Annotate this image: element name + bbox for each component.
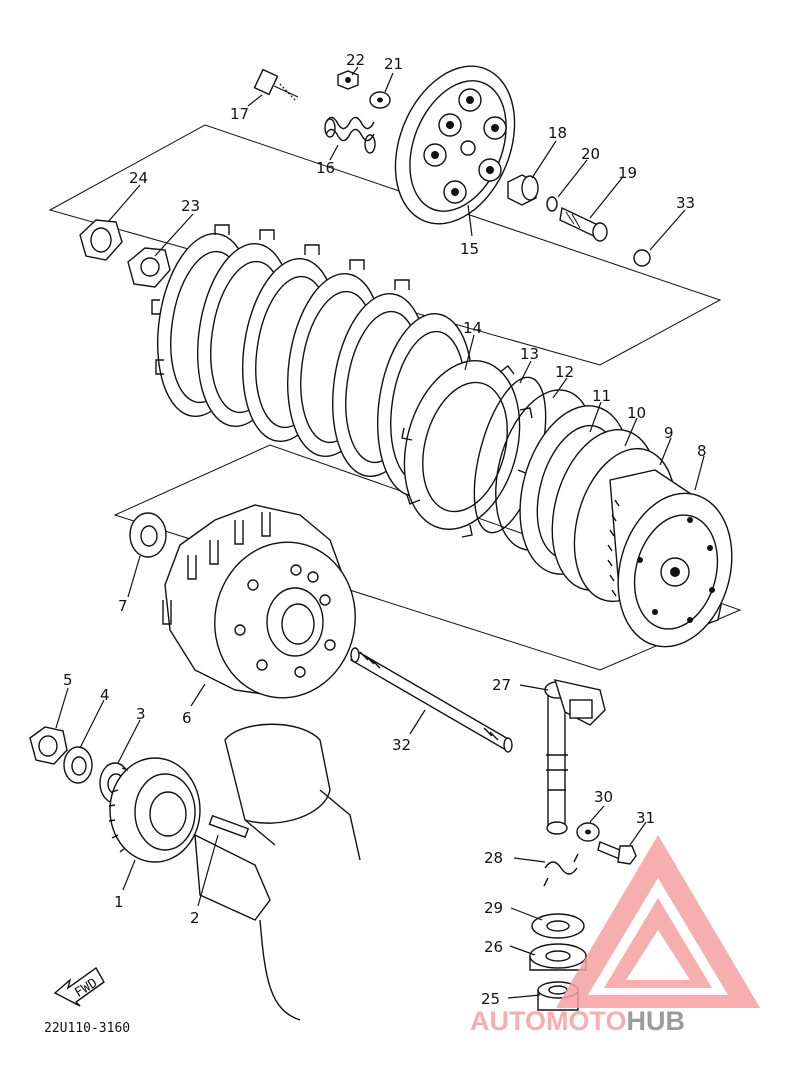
label-21: 21	[384, 55, 403, 73]
clutch-plate-stack	[151, 224, 474, 498]
push-lever-27	[544, 679, 606, 835]
friction-plate-14	[401, 360, 533, 538]
label-19: 19	[618, 164, 637, 182]
label-10: 10	[627, 404, 646, 422]
pressure-plate	[394, 65, 516, 225]
label-1: 1	[114, 893, 124, 911]
key-2	[208, 814, 250, 839]
push-rod-19	[559, 206, 608, 242]
primary-drive-gear-1	[108, 757, 201, 863]
watermark-logo: AUTOMOTOHUB	[470, 835, 760, 1036]
label-5: 5	[63, 671, 73, 689]
fwd-arrow-icon	[53, 966, 105, 1007]
label-14: 14	[463, 319, 482, 337]
watermark-auto: AUTO	[470, 1006, 546, 1036]
label-25: 25	[481, 990, 500, 1008]
oil-seal-29	[531, 913, 585, 939]
thrust-washer-7	[129, 512, 167, 558]
spring-16	[324, 116, 376, 154]
bolt-17	[253, 68, 299, 102]
label-28: 28	[484, 849, 503, 867]
label-4: 4	[100, 686, 110, 704]
label-27: 27	[492, 676, 511, 694]
label-22: 22	[346, 51, 365, 69]
spring-28	[543, 853, 579, 887]
label-23: 23	[181, 197, 200, 215]
ball-33	[633, 249, 651, 267]
label-30: 30	[594, 788, 613, 806]
lock-washer-4	[63, 746, 93, 784]
label-20: 20	[581, 145, 600, 163]
nut-22	[337, 70, 359, 90]
label-3: 3	[136, 705, 146, 723]
push-rod-32	[350, 647, 513, 753]
label-13: 13	[520, 345, 539, 363]
label-32: 32	[392, 736, 411, 754]
bearing-26	[529, 943, 587, 971]
part-number-labels: 1 2 3 4 5 6 7 8 9 10 11 12 13 14 15 16 1…	[63, 51, 707, 1008]
label-6: 6	[182, 709, 192, 727]
label-29: 29	[484, 899, 503, 917]
watermark-moto: MOTO	[546, 1006, 627, 1036]
crankshaft-outline	[194, 723, 361, 1021]
label-26: 26	[484, 938, 503, 956]
washer-21	[369, 91, 391, 109]
part-code: 22U110-3160	[44, 1021, 130, 1036]
nut-5	[29, 726, 68, 765]
lock-washer-23	[127, 247, 171, 288]
label-33: 33	[676, 194, 695, 212]
clutch-boss-8	[607, 469, 733, 648]
washer-30	[576, 822, 600, 842]
leader-lines	[55, 66, 705, 999]
nut-24	[79, 219, 123, 261]
watermark-text: AUTOMOTOHUB	[470, 1006, 685, 1036]
label-2: 2	[190, 909, 200, 927]
label-8: 8	[697, 442, 707, 460]
warning-triangle-icon	[556, 835, 760, 1008]
label-17: 17	[230, 105, 249, 123]
label-9: 9	[664, 424, 674, 442]
label-24: 24	[129, 169, 148, 187]
label-16: 16	[316, 159, 335, 177]
label-31: 31	[636, 809, 655, 827]
lower-group-frame	[113, 444, 742, 671]
bearing-18	[507, 174, 539, 206]
clutch-housing-6	[162, 504, 356, 699]
label-15: 15	[460, 240, 479, 258]
label-7: 7	[118, 597, 128, 615]
o-ring-20	[546, 196, 558, 212]
bolt-31	[597, 841, 637, 865]
label-11: 11	[592, 387, 611, 405]
label-18: 18	[548, 124, 567, 142]
watermark-hub: HUB	[627, 1006, 686, 1036]
label-12: 12	[555, 363, 574, 381]
